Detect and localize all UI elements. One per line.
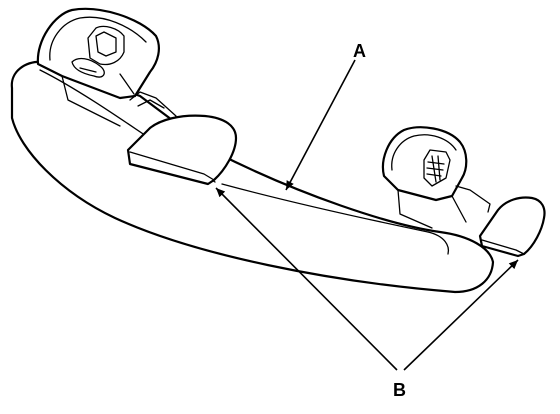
- left-mount-bracket: [36, 7, 160, 127]
- callout-a: A: [285, 41, 366, 191]
- right-hinge-cover: [455, 185, 546, 258]
- left-hinge-cover: [126, 91, 238, 186]
- callout-b-leader-left: [215, 187, 398, 371]
- grip-handle: [10, 60, 495, 294]
- callout-a-leader: [285, 59, 356, 191]
- right-mount-bracket: [381, 126, 468, 229]
- callout-b-leader-right: [403, 259, 519, 371]
- callout-a-label: A: [353, 41, 366, 61]
- callout-b-label: B: [393, 380, 406, 400]
- callout-b: B: [215, 187, 519, 400]
